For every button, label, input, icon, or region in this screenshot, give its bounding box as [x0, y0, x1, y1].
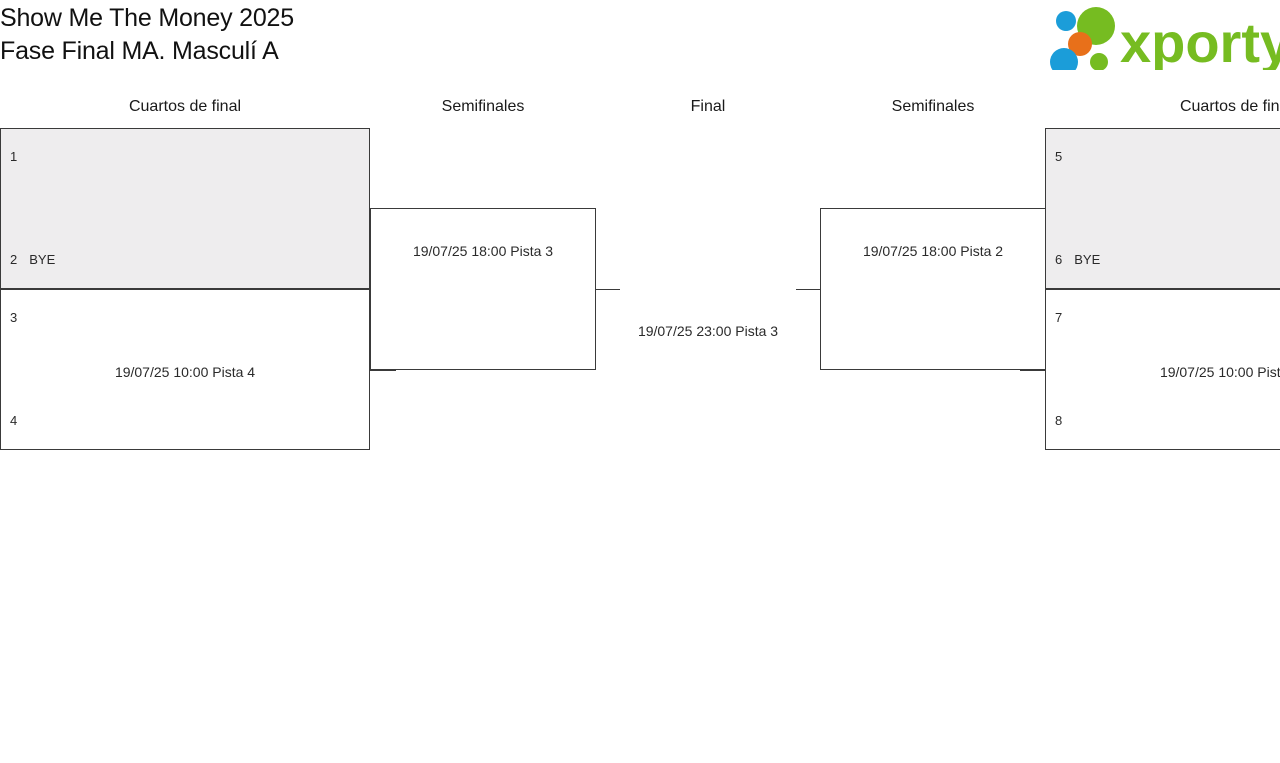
round-header-quarterfinals-left: Cuartos de final: [128, 98, 242, 115]
match-schedule: 19/07/25 18:00 Pista 3: [412, 243, 554, 259]
seed-number: 1: [10, 149, 18, 164]
round-header-semifinals-right: Semifinales: [891, 98, 975, 115]
match-box-sf-right[interactable]: 19/07/25 18:00 Pista 2: [820, 208, 1046, 370]
seed-label: 8: [1055, 413, 1062, 429]
xporty-logo: xporty: [1048, 4, 1280, 70]
connector-qf-right-1: [1020, 208, 1046, 209]
match-box-sf-left[interactable]: 19/07/25 18:00 Pista 3: [370, 208, 596, 370]
connector-sf-right: [796, 289, 820, 290]
seed-label: 6 BYE: [1055, 252, 1100, 268]
round-header-semifinals-left: Semifinales: [441, 98, 525, 115]
seed-number: 7: [1055, 310, 1063, 325]
tournament-phase: Fase Final MA. Masculí A: [0, 37, 279, 65]
bye-label: BYE: [1074, 252, 1101, 267]
match-schedule-final: 19/07/25 23:00 Pista 3: [637, 323, 779, 339]
seed-number: 3: [10, 310, 18, 325]
tournament-name: Show Me The Money 2025: [0, 4, 294, 32]
seed-label: 4: [10, 413, 17, 429]
match-box-qf-left-2[interactable]: 3 4 19/07/25 10:00 Pista 4: [0, 289, 370, 450]
match-box-qf-left-1[interactable]: 1 2 BYE: [0, 128, 370, 289]
seed-label: 7: [1055, 310, 1062, 326]
connector-sf-left: [596, 289, 620, 290]
seed-label: 5: [1055, 149, 1062, 165]
match-schedule: 19/07/25 10:00 Pista 1: [1159, 364, 1280, 380]
seed-number: 4: [10, 413, 18, 428]
seed-label: 3: [10, 310, 17, 326]
round-header-final: Final: [690, 98, 726, 115]
seed-label: 1: [10, 149, 17, 165]
seed-label: 2 BYE: [10, 252, 55, 268]
seed-number: 5: [1055, 149, 1063, 164]
svg-text:xporty: xporty: [1120, 11, 1280, 70]
match-box-qf-right-1[interactable]: 5 6 BYE: [1045, 128, 1280, 289]
seed-number: 8: [1055, 413, 1063, 428]
seed-number: 2: [10, 252, 18, 267]
seed-number: 6: [1055, 252, 1063, 267]
round-header-quarterfinals-right: Cuartos de final: [1179, 98, 1280, 115]
connector-qf-right-2: [1020, 370, 1046, 371]
bye-label: BYE: [29, 252, 56, 267]
match-box-qf-right-2[interactable]: 7 8 19/07/25 10:00 Pista 1: [1045, 289, 1280, 450]
match-schedule: 19/07/25 18:00 Pista 2: [862, 243, 1004, 259]
match-schedule: 19/07/25 10:00 Pista 4: [114, 364, 256, 380]
connector-qf-left-2: [370, 370, 396, 371]
